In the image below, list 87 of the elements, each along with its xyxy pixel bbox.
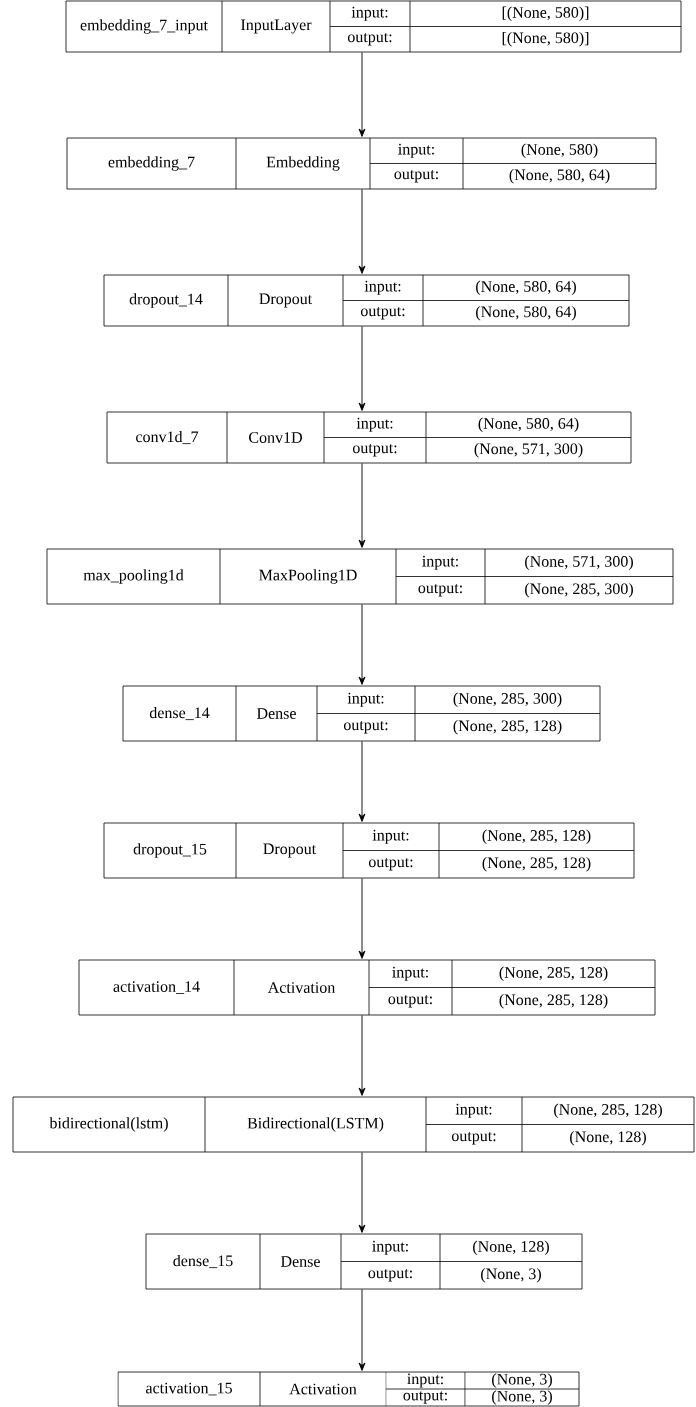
shape-text: (None, 285, 128) (482, 856, 591, 872)
shape-text: (None, 285, 300) (525, 582, 633, 598)
layer-box (78, 959, 656, 1016)
port-label: output: (394, 170, 438, 183)
arrow (358, 603, 366, 685)
shape-text: (None, 128) (570, 1130, 646, 1146)
shape-text: (None, 571, 300) (474, 442, 583, 458)
port-label: input: (372, 829, 409, 844)
port-label: input: (347, 692, 384, 707)
port-label: input: (364, 280, 401, 295)
port-label: output: (388, 995, 432, 1008)
shape-text: (None, 580, 64) (509, 168, 610, 184)
port-label: input: (407, 1373, 443, 1388)
layer-type: Conv1D (249, 432, 302, 443)
shape-text: (None, 580, 64) (478, 417, 579, 433)
shape-text: (None, 285, 128) (499, 966, 608, 982)
port-label: output: (451, 1132, 496, 1145)
shape-text: (None, 285, 128) (499, 993, 608, 1009)
layer-name: conv1d_7 (136, 430, 199, 445)
arrow (358, 188, 366, 274)
port-label: output: (360, 307, 405, 320)
port-label: output: (368, 858, 413, 871)
layer-box (103, 274, 630, 327)
layer-name: bidirectional(lstm) (49, 1117, 168, 1132)
layer-name: activation_15 (146, 1382, 232, 1396)
arrow (358, 325, 366, 411)
shape-text: [(None, 580)] (502, 6, 589, 22)
shape-text: (None, 3) (492, 1390, 552, 1405)
layer-name: max_pooling1d (83, 569, 184, 584)
layer-type: Activation (267, 982, 336, 993)
shape-text: (None, 580, 64) (476, 280, 576, 296)
shape-text: [(None, 580)] (502, 31, 589, 47)
shape-text: (None, 285, 128) (554, 1103, 662, 1119)
layer-type: Dense (256, 708, 296, 719)
shape-text: (None, 3) (492, 1373, 552, 1388)
layer-type: Embedding (266, 156, 340, 171)
layer-box (12, 1096, 695, 1153)
layer-type: Dropout (263, 843, 317, 858)
layer-box (46, 548, 674, 605)
port-label: input: (392, 966, 428, 981)
layer-name: dropout_15 (133, 843, 207, 858)
layer-box (145, 1233, 583, 1290)
port-label: output: (403, 1391, 447, 1404)
arrow (358, 1151, 366, 1233)
layer-box (66, 137, 657, 190)
port-label: input: (356, 417, 393, 432)
layer-type: MaxPooling1D (259, 569, 357, 584)
arrow (358, 51, 366, 137)
layer-name: dropout_14 (129, 293, 203, 308)
layer-type: InputLayer (241, 19, 312, 34)
layer-type: Activation (289, 1383, 357, 1395)
shape-text: (None, 285, 128) (453, 719, 562, 735)
shape-text: (None, 571, 300) (525, 555, 633, 571)
arrow (358, 1288, 366, 1371)
layer-name: embedding_7 (108, 156, 195, 171)
port-label: input: (372, 1240, 408, 1255)
port-label: input: (455, 1103, 492, 1118)
layer-box (122, 685, 601, 742)
layer-box (106, 411, 632, 464)
arrow (358, 462, 366, 548)
layer-name: dense_15 (173, 1254, 233, 1269)
port-label: input: (422, 555, 458, 570)
port-label: output: (343, 721, 388, 734)
shape-text: (None, 285, 300) (453, 692, 562, 708)
layer-box (117, 1371, 580, 1407)
port-label: output: (347, 33, 392, 46)
layer-box (103, 822, 635, 879)
port-label: output: (368, 1269, 412, 1282)
shape-text: (None, 285, 128) (482, 829, 591, 845)
layer-type: Bidirectional(LSTM) (247, 1117, 384, 1132)
shape-text: (None, 580, 64) (476, 305, 576, 321)
arrow (358, 877, 366, 959)
port-label: output: (418, 584, 462, 597)
layer-name: dense_14 (149, 706, 210, 721)
shape-text: (None, 3) (481, 1267, 541, 1283)
arrow (358, 1014, 366, 1096)
shape-text: (None, 128) (473, 1240, 549, 1256)
layer-type: Dropout (259, 293, 313, 308)
shape-text: (None, 580) (521, 143, 598, 159)
layer-name: activation_14 (113, 981, 200, 994)
layer-type: Dense (280, 1256, 320, 1267)
port-label: input: (398, 143, 434, 158)
layer-name: embedding_7_input (80, 19, 208, 34)
arrow (358, 740, 366, 822)
port-label: output: (352, 444, 397, 457)
layer-box (65, 0, 682, 53)
port-label: input: (351, 6, 388, 21)
